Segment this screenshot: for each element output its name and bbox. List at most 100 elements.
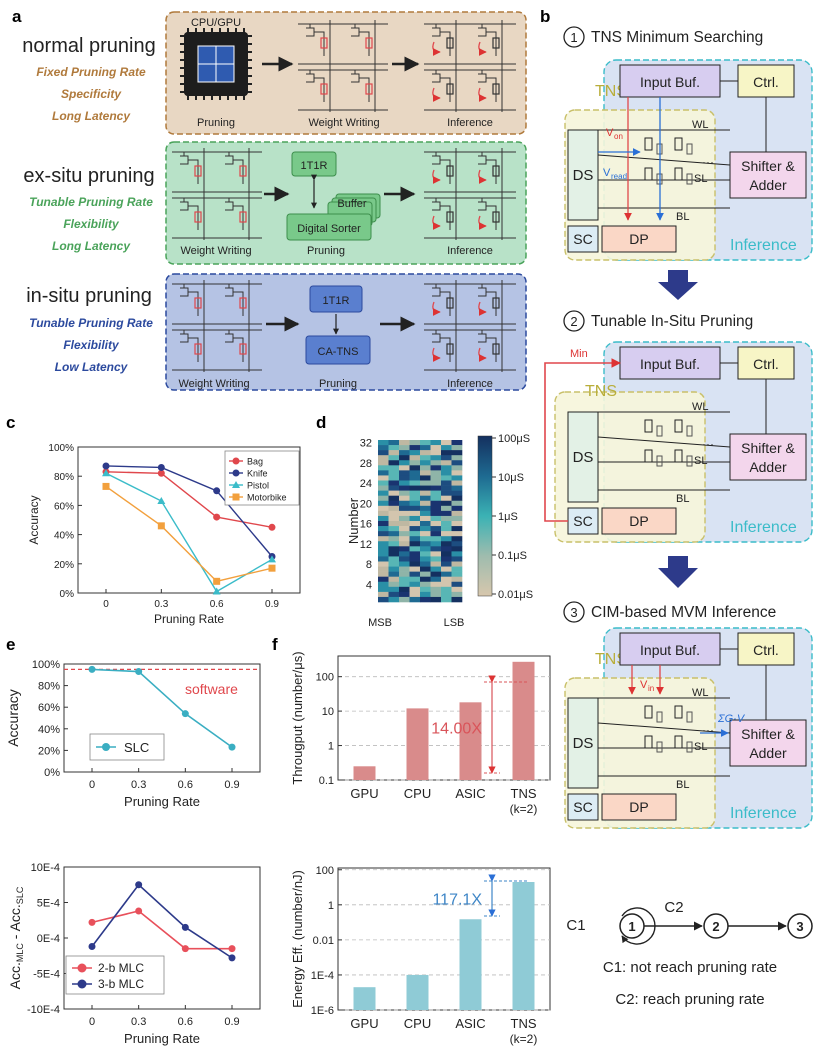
- heatmap-cell: [399, 546, 410, 552]
- heatmap-cell: [420, 536, 431, 542]
- heatmap-cell: [409, 546, 421, 552]
- array-dots: ···: [702, 437, 714, 451]
- row-trait: Tunable Pruning Rate: [29, 316, 153, 330]
- y-tick-label: 60%: [38, 702, 60, 714]
- sc-block: [567, 225, 599, 253]
- heatmap-cell: [451, 455, 463, 461]
- heatmap-cell: [420, 586, 431, 593]
- sl-label: SL: [694, 741, 707, 753]
- cell-res: [686, 173, 693, 185]
- heatmap-cell: [388, 546, 400, 552]
- vin-sub: in: [648, 684, 654, 693]
- heatmap-cell: [451, 475, 463, 481]
- y-axis-label: Energy Eff. (number/nJ): [290, 870, 305, 1008]
- panel-label-e: e: [6, 635, 15, 654]
- heatmap-cell: [378, 505, 389, 512]
- cell-res: [686, 741, 693, 753]
- current-path: [432, 41, 441, 56]
- row-trait: Specificity: [61, 87, 122, 101]
- heatmap-cell: [441, 490, 452, 496]
- y-tick-label: 10: [322, 706, 334, 718]
- heatmap-cell: [430, 485, 442, 491]
- legend-label: 2-b MLC: [98, 961, 144, 975]
- step-circle: [563, 26, 585, 48]
- heatmap-cell: [409, 536, 421, 542]
- heatmap-cell: [420, 485, 431, 491]
- heatmap-cell: [441, 510, 452, 517]
- heatmap-cell: [378, 465, 389, 471]
- data-point: [181, 945, 189, 953]
- step-title: Tunable In-Situ Pruning: [591, 313, 753, 330]
- y-tick-label: 0.1: [319, 775, 334, 787]
- step-label: Inference: [447, 117, 493, 129]
- memristor: [239, 165, 247, 177]
- heatmap-cell: [388, 586, 400, 593]
- current-path: [478, 87, 487, 102]
- heatmap-cell: [378, 551, 389, 557]
- heatmap-cell: [388, 495, 400, 502]
- dp-label: DP: [629, 513, 648, 529]
- heatmap-cell: [451, 445, 463, 451]
- x-tick-label: ASIC: [455, 1016, 485, 1031]
- box-1t1r-label: 1T1R: [301, 160, 328, 172]
- data-point: [213, 513, 221, 521]
- row-trait: Flexibility: [63, 338, 120, 352]
- series-line: [105, 465, 273, 557]
- memristor: [194, 343, 202, 355]
- heatmap-cell: [441, 591, 452, 598]
- cell-res: [686, 143, 693, 155]
- y-tick-label: 100%: [32, 659, 60, 671]
- heatmap-cell: [430, 521, 442, 527]
- heatmap-cell: [409, 505, 421, 512]
- data-point: [212, 587, 221, 595]
- heatmap-cell: [409, 500, 421, 507]
- cell-res: [656, 711, 663, 723]
- heatmap-cell: [420, 515, 431, 522]
- memristor: [365, 37, 373, 49]
- y-label-part: - Acc.: [7, 904, 23, 943]
- heatmap-cell: [378, 480, 389, 486]
- vread-label: V: [603, 167, 611, 179]
- heatmap-cell: [441, 455, 452, 461]
- heatmap-cell: [420, 505, 431, 512]
- shifter-label: Shifter &: [741, 726, 795, 742]
- heatmap-cell: [399, 576, 410, 583]
- heatmap-cell: [388, 521, 400, 527]
- cell: [674, 419, 683, 433]
- data-point: [157, 522, 165, 530]
- x-tick-label: TNS: [511, 1016, 537, 1031]
- ctrl-label: Ctrl.: [753, 356, 779, 372]
- legend-marker: [77, 979, 87, 989]
- heatmap-cell: [409, 571, 421, 577]
- bar: [406, 708, 429, 780]
- memristor: [492, 37, 500, 49]
- y-label-part: Acc.: [7, 962, 23, 989]
- ds-label: DS: [573, 167, 594, 184]
- data-point: [181, 710, 189, 718]
- heatmap-cell: [399, 515, 410, 522]
- sl-label: SL: [694, 173, 707, 185]
- inference-label: Inference: [730, 519, 797, 536]
- heatmap-cell: [441, 470, 452, 476]
- y-axis-label: Accuracy: [5, 689, 21, 747]
- y-axis-label: Througput (number/μs): [290, 651, 305, 784]
- heatmap-cell: [420, 546, 431, 552]
- legend-label: Knife: [247, 469, 268, 479]
- heatmap-cell: [451, 586, 463, 593]
- heatmap-cell: [399, 586, 410, 593]
- memristor: [446, 211, 454, 223]
- y-axis-label: Number: [346, 497, 361, 544]
- heatmap-cell: [430, 505, 442, 512]
- bar: [459, 702, 482, 780]
- heatmap-cell: [378, 450, 389, 456]
- array-dots: ···: [702, 723, 714, 737]
- input-buffer: [619, 632, 721, 666]
- heatmap-cell: [420, 460, 431, 466]
- heatmap-cell: [451, 450, 463, 456]
- reference-label: software: [185, 681, 238, 697]
- heatmap-cell: [378, 475, 389, 481]
- legend-marker: [77, 963, 87, 973]
- heatmap-cell: [441, 495, 452, 502]
